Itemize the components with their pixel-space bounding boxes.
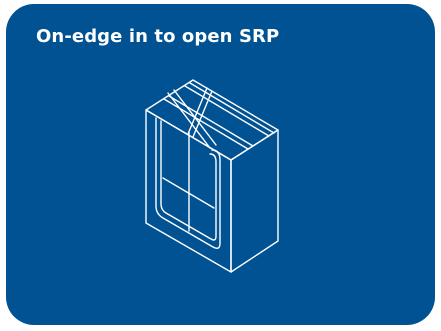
open-front-inner [160,120,217,241]
pack-divider-horizontal [162,177,215,209]
srp-card: On-edge in to open SRP [6,4,435,325]
card-background [6,4,435,325]
top-lane-3 [184,85,270,137]
top-lane-4 [189,82,275,134]
top-cross-4 [192,90,213,138]
open-front-outer [155,117,221,250]
card-title: On-edge in to open SRP [36,26,280,47]
box-right-face [230,129,279,273]
srp-box-icon [145,79,279,273]
top-cross-3 [187,87,208,135]
top-cross-1 [167,92,211,149]
top-lane-2 [168,95,254,147]
top-lane-1 [163,98,249,150]
